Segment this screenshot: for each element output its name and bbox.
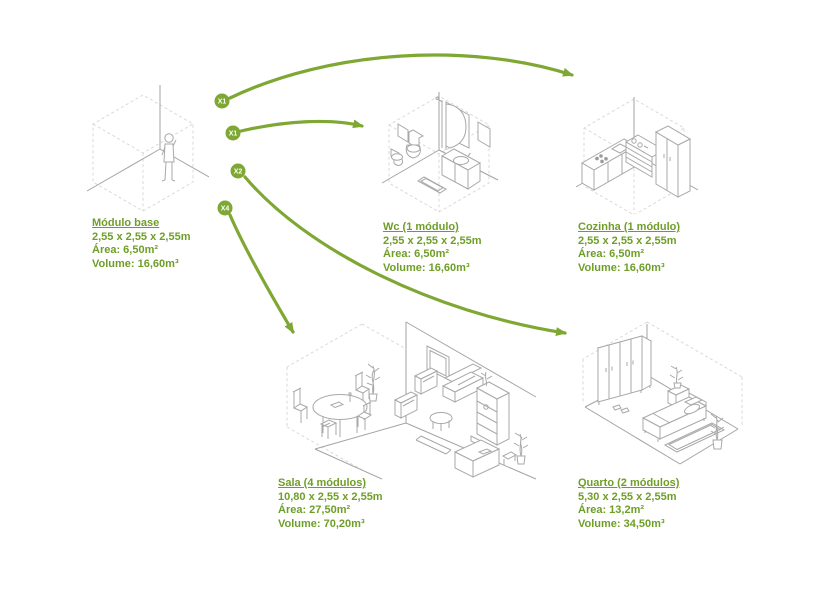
module-volume: Volume: 16,60m³ — [383, 261, 470, 274]
tv-cabinet — [453, 435, 501, 478]
quarto-illustration — [565, 312, 751, 476]
module-volume: Volume: 16,60m³ — [92, 257, 179, 270]
drawer-unit — [625, 134, 665, 178]
dining-chair-front — [319, 419, 338, 439]
module-title: Wc (1 módulo) — [383, 221, 459, 233]
module-dimensions: 2,55 x 2,55 x 2,55m — [578, 234, 677, 247]
dining-chair-left — [292, 387, 309, 423]
bidet — [390, 148, 404, 167]
module-cube-dashed — [286, 323, 407, 471]
module-title: Sala (4 módulos) — [278, 477, 367, 489]
floor-plant — [709, 413, 725, 450]
module-area: Área: 6,50m² — [383, 248, 450, 260]
modulo-base-illustration — [85, 85, 209, 215]
floor-plant-right — [513, 432, 529, 465]
multiplier-label: X1 — [218, 99, 227, 106]
slippers — [612, 404, 630, 414]
person-figure — [161, 133, 177, 182]
multiplier-label: X4 — [221, 206, 230, 213]
wardrobe — [596, 335, 653, 405]
module-dimensions: 2,55 x 2,55 x 2,55m — [92, 230, 191, 243]
modulo-base-label: Módulo base 2,55 x 2,55 x 2,55m Área: 6,… — [92, 217, 190, 271]
multiplier-label: X1 — [229, 131, 238, 138]
multiplier-badge-x4-sala: X4 — [217, 200, 233, 216]
arrow-x1-to-wc — [239, 119, 364, 133]
sala-label: Sala (4 módulos) 10,80 x 2,55 x 2,55m Ár… — [278, 477, 383, 531]
stool — [501, 451, 518, 465]
module-area: Área: 13,2m² — [578, 504, 645, 516]
module-dimensions: 2,55 x 2,55 x 2,55m — [383, 234, 482, 247]
sala-illustration — [265, 306, 537, 482]
module-title: Módulo base — [92, 217, 160, 229]
rug — [415, 435, 452, 455]
bed — [641, 392, 708, 442]
multiplier-label: X2 — [234, 169, 243, 176]
cozinha-illustration — [568, 94, 706, 214]
dining-table — [312, 392, 368, 437]
wall-cabinet — [397, 123, 409, 143]
module-area: Área: 6,50m² — [578, 248, 645, 260]
module-dimensions: 5,30 x 2,55 x 2,55m — [578, 490, 677, 503]
module-title: Quarto (2 módulos) — [578, 477, 680, 489]
multiplier-badge-x1-cozinha: X1 — [214, 93, 230, 109]
module-title: Cozinha (1 módulo) — [578, 221, 681, 233]
cozinha-label: Cozinha (1 módulo) 2,55 x 2,55 x 2,55m Á… — [578, 221, 680, 275]
shower — [435, 96, 470, 150]
module-volume: Volume: 16,60m³ — [578, 261, 665, 274]
nightstand — [666, 365, 691, 408]
module-area: Área: 6,50m² — [92, 244, 159, 256]
dining-chair-right — [356, 401, 373, 430]
sink-cabinet — [440, 148, 482, 190]
wc-illustration — [376, 90, 506, 214]
coffee-table — [429, 412, 453, 431]
module-volume: Volume: 34,50m³ — [578, 517, 665, 530]
wc-label: Wc (1 módulo) 2,55 x 2,55 x 2,55m Área: … — [383, 221, 481, 275]
bath-mat — [417, 176, 447, 194]
wall-corner — [86, 85, 209, 192]
armchair-upper — [413, 367, 439, 395]
floor-plant-dining — [365, 363, 381, 402]
module-cube-dashed — [92, 94, 194, 212]
toilet — [405, 129, 425, 159]
quarto-label: Quarto (2 módulos) 5,30 x 2,55 x 2,55m Á… — [578, 477, 679, 531]
module-dimensions: 10,80 x 2,55 x 2,55m — [278, 490, 383, 503]
module-cube-dashed — [582, 321, 743, 427]
shelf-unit — [475, 371, 511, 446]
module-volume: Volume: 70,20m³ — [278, 517, 365, 530]
mirror — [477, 121, 491, 148]
multiplier-badge-x2-quarto: X2 — [230, 163, 246, 179]
armchair-lower — [393, 391, 419, 419]
module-area: Área: 27,50m² — [278, 504, 351, 516]
tall-cabinet — [654, 125, 692, 198]
multiplier-badge-x1-wc: X1 — [225, 125, 241, 141]
